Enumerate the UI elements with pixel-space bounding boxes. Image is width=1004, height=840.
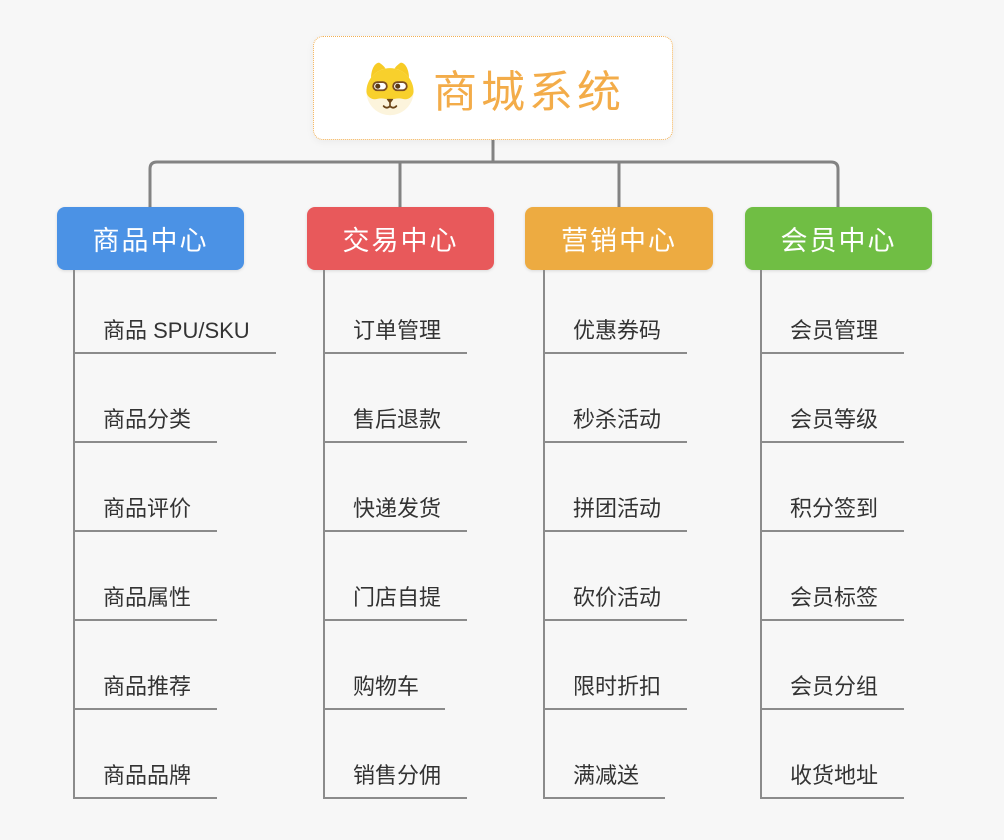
- leaf-node[interactable]: 商品分类: [73, 405, 218, 443]
- leaf-node[interactable]: 订单管理: [323, 316, 468, 354]
- leaf-node[interactable]: 商品推荐: [73, 672, 218, 710]
- leaf-node[interactable]: 收货地址: [760, 761, 905, 799]
- leaf-node[interactable]: 门店自提: [323, 583, 468, 621]
- leaf-node[interactable]: 售后退款: [323, 405, 468, 443]
- branch-bus-line: [148, 160, 840, 207]
- root-node-title: 商城系统: [433, 68, 625, 117]
- branch-node-trade-center[interactable]: 交易中心: [307, 207, 494, 270]
- leaf-node[interactable]: 砍价活动: [543, 583, 688, 621]
- leaf-node[interactable]: 会员等级: [760, 405, 905, 443]
- branch-node-member-center[interactable]: 会员中心: [745, 207, 932, 270]
- leaf-node[interactable]: 购物车: [323, 672, 446, 710]
- leaf-node[interactable]: 会员分组: [760, 672, 905, 710]
- leaf-node[interactable]: 积分签到: [760, 494, 905, 532]
- leaf-node[interactable]: 商品属性: [73, 583, 218, 621]
- leaf-node[interactable]: 会员标签: [760, 583, 905, 621]
- leaf-node[interactable]: 优惠券码: [543, 316, 688, 354]
- root-node-mall-system[interactable]: 商城系统: [313, 36, 673, 140]
- branch-node-marketing-center[interactable]: 营销中心: [525, 207, 713, 270]
- leaf-node[interactable]: 拼团活动: [543, 494, 688, 532]
- leaf-node[interactable]: 限时折扣: [543, 672, 688, 710]
- leaf-node[interactable]: 商品评价: [73, 494, 218, 532]
- leaf-node[interactable]: 销售分佣: [323, 761, 468, 799]
- leaf-node[interactable]: 满减送: [543, 761, 666, 799]
- leaf-node[interactable]: 会员管理: [760, 316, 905, 354]
- branch-node-product-center[interactable]: 商品中心: [57, 207, 244, 270]
- leaf-node[interactable]: 商品 SPU/SKU: [73, 316, 276, 354]
- leaf-node[interactable]: 商品品牌: [73, 761, 218, 799]
- leaf-node[interactable]: 快递发货: [323, 494, 468, 532]
- shiba-dog-icon: [366, 62, 414, 116]
- leaf-node[interactable]: 秒杀活动: [543, 405, 688, 443]
